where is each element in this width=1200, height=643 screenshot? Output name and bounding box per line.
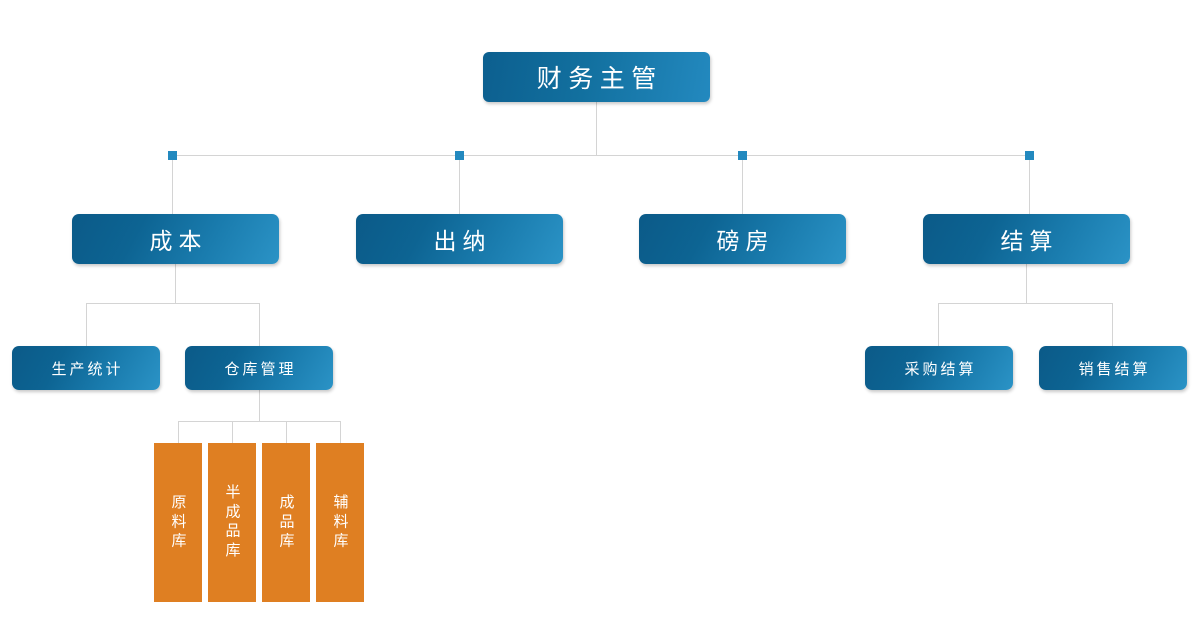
node-production-statistics[interactable]: 生产统计 <box>12 346 160 390</box>
node-label: 成品库 <box>277 493 295 552</box>
connector-cost-to-production <box>86 303 87 346</box>
junction-dot-cost <box>168 151 177 160</box>
connector-cost-down <box>175 264 176 303</box>
node-sales-settlement[interactable]: 销售结算 <box>1039 346 1187 390</box>
connector-settlement-down <box>1026 264 1027 303</box>
junction-dot-settlement <box>1025 151 1034 160</box>
connector-warehouse-to-finished <box>286 421 287 443</box>
connector-root-down <box>596 102 597 156</box>
node-finished-product-warehouse[interactable]: 成品库 <box>262 443 310 602</box>
node-weighing-room[interactable]: 磅房 <box>639 214 846 264</box>
junction-dot-cashier <box>455 151 464 160</box>
node-cashier[interactable]: 出纳 <box>356 214 563 264</box>
connector-settlement-to-purchase <box>938 303 939 346</box>
connector-warehouse-to-raw <box>178 421 179 443</box>
connector-warehouse-bus <box>178 421 341 422</box>
connector-bus-to-weighroom <box>742 155 743 215</box>
node-auxiliary-material-warehouse[interactable]: 辅料库 <box>316 443 364 602</box>
node-warehouse-management[interactable]: 仓库管理 <box>185 346 333 390</box>
connector-warehouse-down <box>259 390 260 421</box>
junction-dot-weighroom <box>738 151 747 160</box>
connector-settlement-bus <box>938 303 1113 304</box>
node-cost[interactable]: 成本 <box>72 214 279 264</box>
connector-cost-bus <box>86 303 260 304</box>
connector-warehouse-to-auxiliary <box>340 421 341 443</box>
connector-bus-to-cashier <box>459 155 460 215</box>
node-finance-supervisor[interactable]: 财务主管 <box>483 52 710 102</box>
node-raw-material-warehouse[interactable]: 原料库 <box>154 443 202 602</box>
node-settlement[interactable]: 结算 <box>923 214 1130 264</box>
connector-cost-to-warehouse <box>259 303 260 346</box>
connector-bus-to-cost <box>172 155 173 215</box>
node-procurement-settlement[interactable]: 采购结算 <box>865 346 1013 390</box>
connector-level1-bus <box>172 155 1030 156</box>
node-label: 原料库 <box>169 493 187 552</box>
node-semifinished-warehouse[interactable]: 半成品库 <box>208 443 256 602</box>
connector-settlement-to-sales <box>1112 303 1113 346</box>
node-label: 半成品库 <box>223 484 241 561</box>
connector-warehouse-to-semi <box>232 421 233 443</box>
connector-bus-to-settlement <box>1029 155 1030 215</box>
node-label: 辅料库 <box>331 493 349 552</box>
